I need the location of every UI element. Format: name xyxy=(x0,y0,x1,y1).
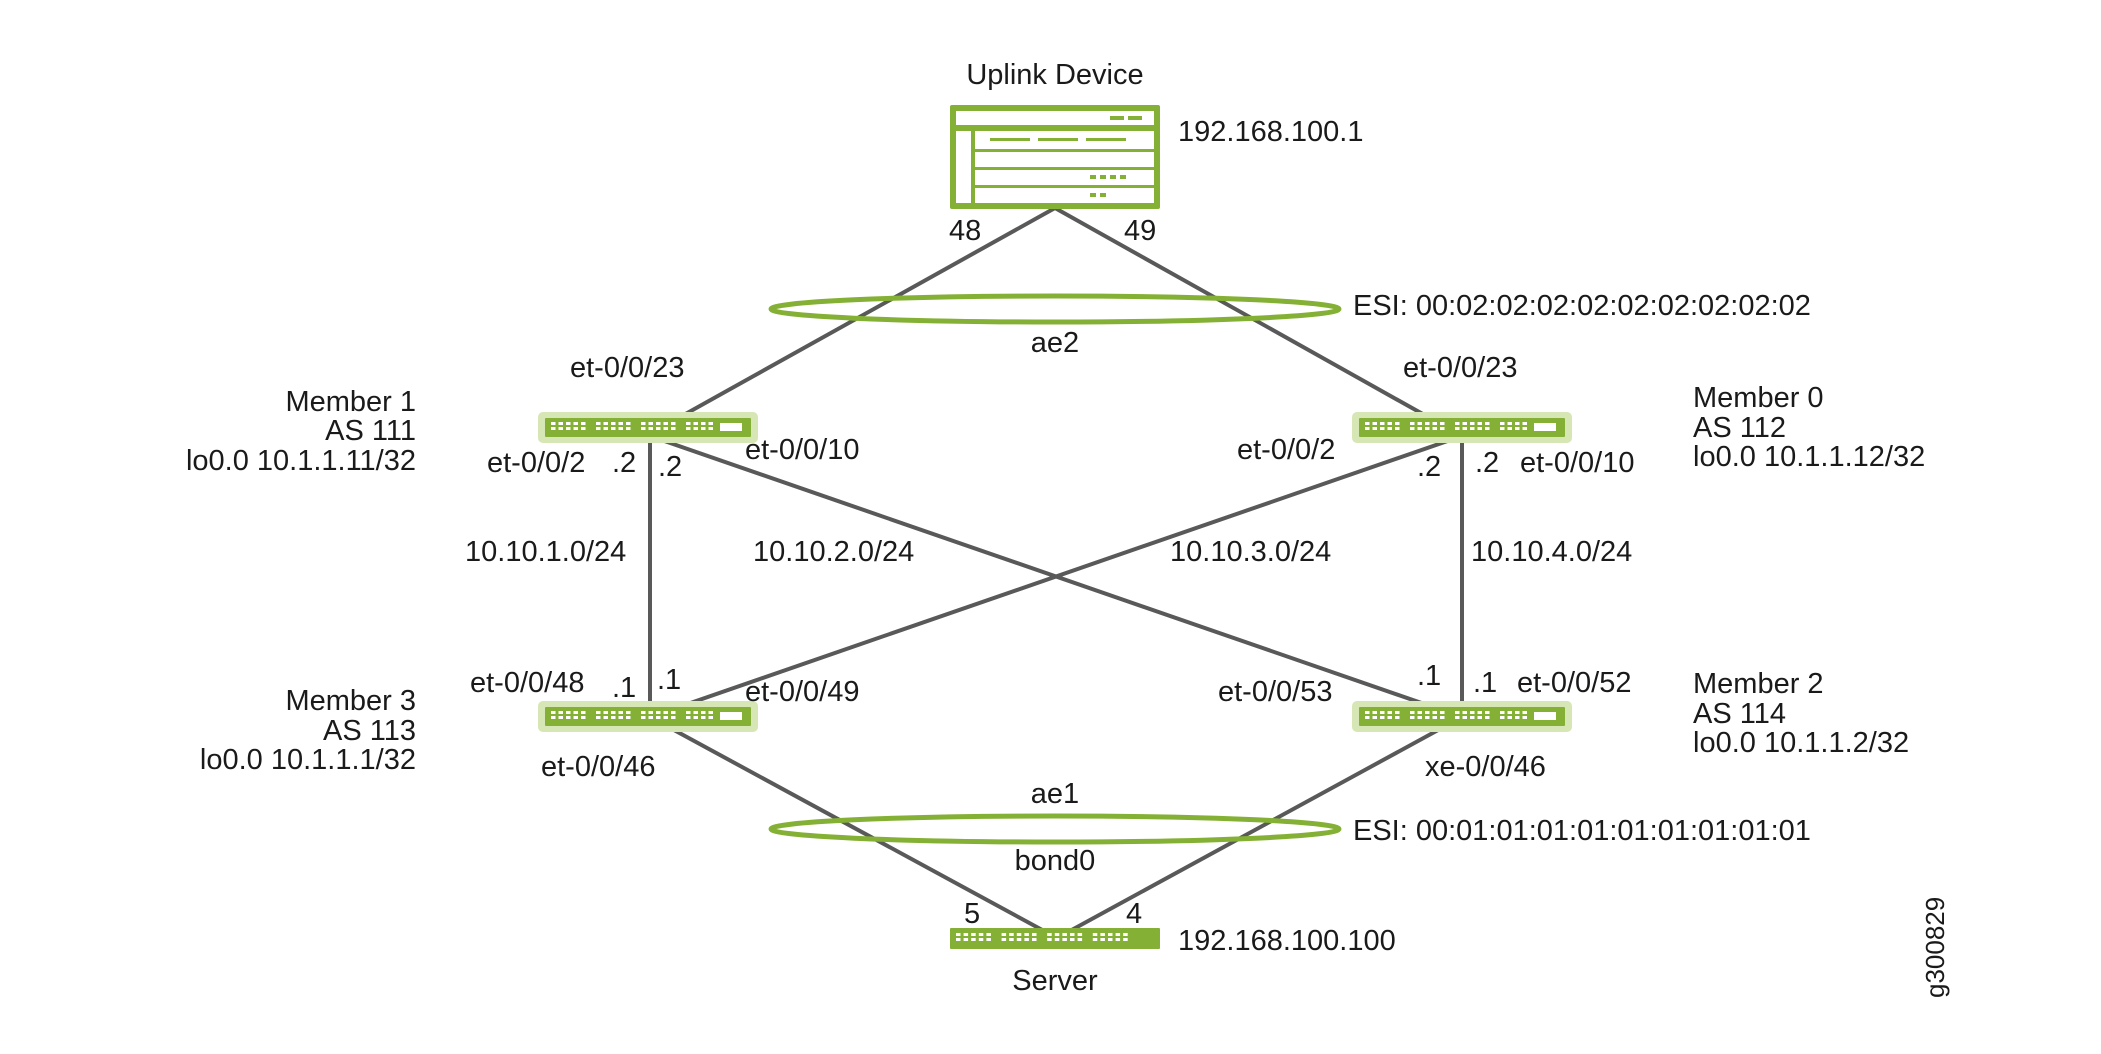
server-port-4: 4 xyxy=(1126,898,1142,930)
server-icon xyxy=(950,928,1160,949)
uplink-port-48: 48 xyxy=(949,215,981,247)
link-member2-server xyxy=(1056,715,1463,940)
member0-addr-down: .2 xyxy=(1475,447,1499,479)
member0-loopback: lo0.0 10.1.1.12/32 xyxy=(1693,441,1925,473)
member3-name: Member 3 xyxy=(285,685,416,717)
member2-server-port: xe-0/0/46 xyxy=(1425,751,1546,783)
member1-as: AS 111 xyxy=(325,415,416,447)
member1-name: Member 1 xyxy=(285,386,416,418)
link-uplink-member1 xyxy=(645,206,1056,438)
member0-as: AS 112 xyxy=(1693,412,1786,444)
member1-uplink-port: et-0/0/23 xyxy=(570,352,684,384)
member3-port-cross: et-0/0/49 xyxy=(745,676,859,708)
figure-id: g300829 xyxy=(1920,897,1950,998)
member0-port-cross: et-0/0/2 xyxy=(1237,434,1335,466)
ae1-esi-label: ESI: 00:01:01:01:01:01:01:01:01:01 xyxy=(1353,815,1811,847)
ae1-lag-ring xyxy=(768,813,1342,845)
ae2-label: ae2 xyxy=(1031,327,1079,359)
uplink-device-icon xyxy=(950,105,1160,209)
member1-switch-icon xyxy=(538,412,758,443)
member0-addr-cross: .2 xyxy=(1417,451,1441,483)
member1-port-down: et-0/0/2 xyxy=(487,447,585,479)
bond0-label: bond0 xyxy=(1015,845,1096,877)
member2-port-up: et-0/0/52 xyxy=(1517,667,1631,699)
ae2-lag-ring xyxy=(768,293,1342,325)
member0-port-down: et-0/0/10 xyxy=(1520,447,1634,479)
member3-addr-up: .1 xyxy=(612,672,636,704)
links xyxy=(645,206,1464,940)
uplink-port-49: 49 xyxy=(1124,215,1156,247)
link-uplink-member0 xyxy=(1054,206,1463,438)
member1-loopback: lo0.0 10.1.1.11/32 xyxy=(186,445,416,477)
member1-port-cross: et-0/0/10 xyxy=(745,434,859,466)
ae2-esi-label: ESI: 00:02:02:02:02:02:02:02:02:02 xyxy=(1353,290,1811,322)
link-member0-member3 xyxy=(649,434,1463,719)
member2-loopback: lo0.0 10.1.1.2/32 xyxy=(1693,727,1909,759)
link-member3-server xyxy=(649,715,1058,940)
server-ip: 192.168.100.100 xyxy=(1178,925,1396,957)
member0-switch-icon xyxy=(1352,412,1572,443)
member2-switch-icon xyxy=(1352,701,1572,732)
member2-addr-cross: .1 xyxy=(1417,660,1441,692)
member1-addr-down: .2 xyxy=(612,447,636,479)
member2-name: Member 2 xyxy=(1693,668,1824,700)
uplink-device-ip: 192.168.100.1 xyxy=(1178,116,1363,148)
subnet-10-10-1: 10.10.1.0/24 xyxy=(465,536,626,568)
member2-addr-up: .1 xyxy=(1473,667,1497,699)
subnet-10-10-3: 10.10.3.0/24 xyxy=(1170,536,1331,568)
ae1-label: ae1 xyxy=(1031,778,1079,810)
member2-as: AS 114 xyxy=(1693,698,1786,730)
subnet-10-10-2: 10.10.2.0/24 xyxy=(753,536,914,568)
server-title: Server xyxy=(1012,965,1098,997)
member3-server-port: et-0/0/46 xyxy=(541,751,655,783)
member1-addr-cross: .2 xyxy=(658,451,682,483)
member3-addr-cross: .1 xyxy=(657,664,681,696)
member2-port-cross: et-0/0/53 xyxy=(1218,676,1332,708)
member3-port-up: et-0/0/48 xyxy=(470,667,584,699)
server-port-5: 5 xyxy=(964,898,980,930)
member3-as: AS 113 xyxy=(323,715,416,747)
member3-switch-icon xyxy=(538,701,758,732)
member0-uplink-port: et-0/0/23 xyxy=(1403,352,1517,384)
member0-name: Member 0 xyxy=(1693,382,1824,414)
subnet-10-10-4: 10.10.4.0/24 xyxy=(1471,536,1632,568)
member3-loopback: lo0.0 10.1.1.1/32 xyxy=(200,744,416,776)
uplink-device-title: Uplink Device xyxy=(966,59,1143,91)
